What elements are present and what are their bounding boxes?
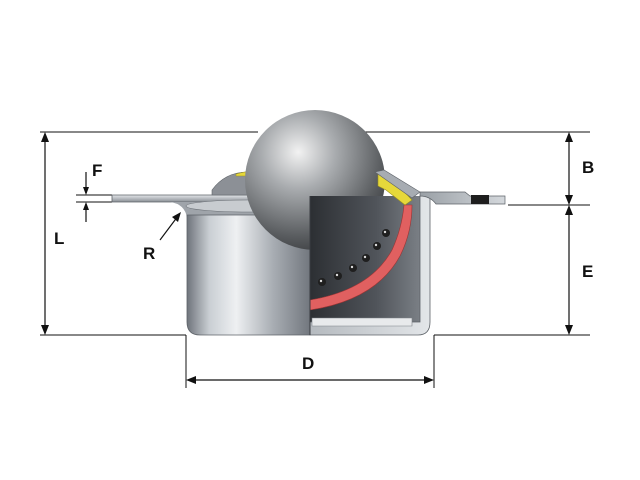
bearing-ball [334,272,342,280]
flange-hole-mark [471,195,489,204]
cup-outer-wall [186,214,311,336]
arrow-d-left [186,376,196,384]
top-cap-right [374,169,421,199]
bearing-ball [382,229,390,237]
bearing-ball-highlight [383,230,387,234]
leader-r [159,215,179,241]
label-f: F [92,161,102,180]
inner-shell-bottom [311,317,413,327]
arrow-f-up [83,202,89,210]
dimension-labels: L F R D B E [54,158,594,373]
extension-lines [40,131,590,388]
bearing-ball-highlight [374,243,378,247]
label-d: D [302,354,314,373]
bearing-ball-highlight [319,279,323,283]
arrow-l-top [41,132,49,142]
label-r: R [143,244,155,263]
bearing-ball [362,254,370,262]
cutaway-section [309,169,506,336]
dimension-lines [41,132,573,384]
arrow-b-bottom [565,195,573,205]
bearing-ball [318,278,326,286]
label-e: E [582,262,593,281]
label-l: L [54,229,64,248]
arrow-r [172,212,181,222]
arrow-d-right [424,376,434,384]
bearing-ball-highlight [363,255,367,259]
bearing-balls [318,229,390,286]
label-b: B [582,158,594,177]
bearing-ball [373,242,381,250]
arrow-b-top [565,132,573,142]
red-support-cup [309,204,413,311]
arrow-f-down [83,187,89,195]
flange-right [419,191,506,205]
arrow-e-bottom [565,325,573,335]
bearing-ball [349,264,357,272]
bearing-ball-highlight [335,273,339,277]
bearing-ball-highlight [350,265,354,269]
arrow-e-top [565,205,573,215]
arrow-l-bottom [41,325,49,335]
